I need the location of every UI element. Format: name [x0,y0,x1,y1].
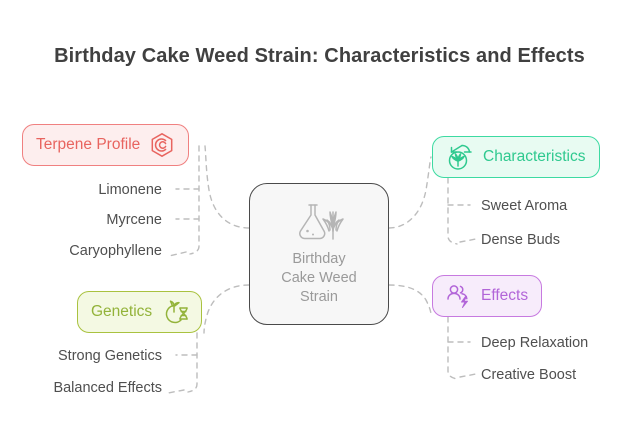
center-node-label: Birthday Cake Weed Strain [281,250,357,305]
connector-effects-trunk [447,316,458,380]
branch-node-genetics[interactable]: Genetics [77,291,203,333]
branch-label-effects: Effects [481,287,529,304]
branch-label-characteristics: Characteristics [483,148,586,165]
connector-genetics-balanced [167,389,185,394]
people-lightning-icon [446,283,472,309]
connector-center-genetics [203,284,250,334]
dna-sprout-icon [161,299,188,326]
leaf-label-caryophyllene: Caryophyllene [69,243,162,259]
branch-label-terpene-profile: Terpene Profile [36,136,141,153]
flask-cannabis-leaf-icon [292,202,346,242]
leaf-label-myrcene: Myrcene [106,212,162,228]
connector-terpene-caryophyllene [168,251,187,257]
bud-magnifier-icon [446,143,474,171]
leaf-label-deep-relaxation: Deep Relaxation [481,335,589,351]
leaf-label-balanced-effects: Balanced Effects [53,380,162,396]
connector-center-characteristics [388,156,432,229]
leaf-label-dense-buds: Dense Buds [481,232,560,248]
connector-terpene-trunk [189,145,200,255]
branch-node-terpene-profile[interactable]: Terpene Profile [22,124,190,166]
hexagon-c-icon [149,132,175,158]
page-title: Birthday Cake Weed Strain: Characteristi… [54,45,585,67]
leaf-label-sweet-aroma: Sweet Aroma [481,198,568,214]
leaf-label-limonene: Limonene [98,182,162,198]
connector-genetics-trunk [187,332,198,393]
leaf-label-creative-boost: Creative Boost [481,367,577,383]
connector-center-terpene [204,145,250,229]
branch-node-effects[interactable]: Effects [432,275,543,317]
center-node[interactable]: Birthday Cake Weed Strain [249,183,389,325]
branch-label-genetics: Genetics [91,303,153,320]
connector-characteristics-trunk [447,177,458,245]
leaf-label-strong-genetics: Strong Genetics [58,348,162,364]
branch-node-characteristics[interactable]: Characteristics [432,136,600,178]
connector-center-effects [388,284,432,316]
connector-characteristics-dense [459,238,477,243]
connector-effects-creative [459,373,477,378]
